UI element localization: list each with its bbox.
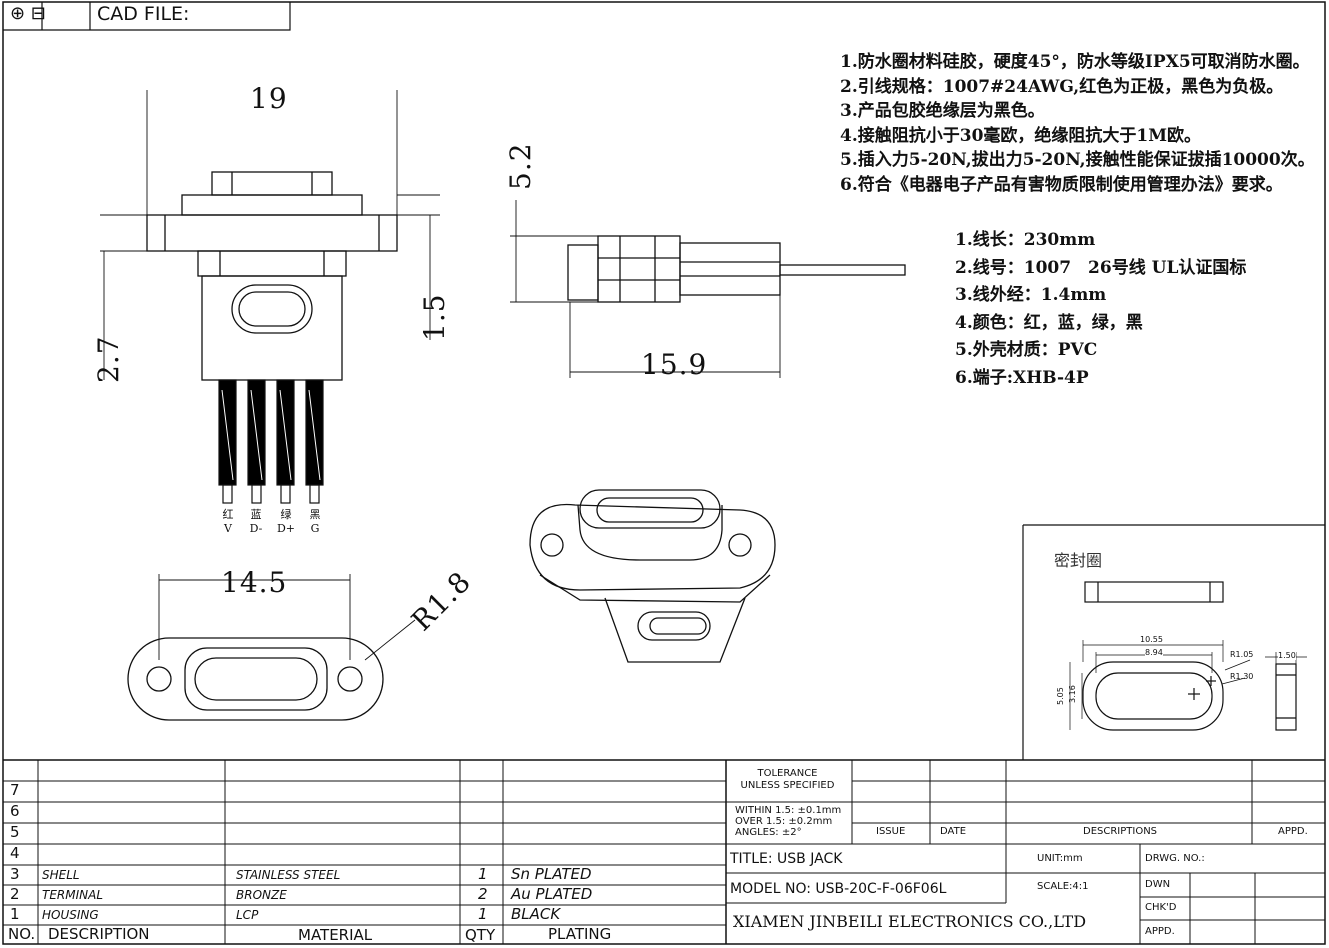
bom-header-no: NO. <box>8 925 36 943</box>
bom-row-no: 6 <box>10 802 20 820</box>
bom-row-plating: Au PLATED <box>511 885 593 903</box>
scale-label: SCALE:4:1 <box>1037 881 1089 892</box>
issue-header: ISSUE <box>876 826 906 837</box>
bom-row-material: LCP <box>236 908 259 922</box>
dim-bottom-width: 14.5 <box>221 566 288 599</box>
wire-color-text: 绿 <box>280 508 292 521</box>
wire-signal-text: D- <box>249 522 263 535</box>
bom-row-qty: 1 <box>478 905 488 923</box>
note-line: 4.接触阻抗小于30毫欧，绝缘阻抗大于1M欧。 <box>840 125 1202 146</box>
bom-row-description: TERMINAL <box>42 888 104 902</box>
seal-r-inner: R1.30 <box>1230 672 1254 681</box>
bom-row-description: SHELL <box>42 868 80 882</box>
seal-thickness: 1.50 <box>1278 651 1296 660</box>
seal-h-outer: 5.05 <box>1056 687 1065 705</box>
bom-header-description: DESCRIPTION <box>48 925 150 943</box>
seal-dim-outer: 10.55 <box>1140 635 1163 644</box>
dim-side-length: 15.9 <box>641 348 708 381</box>
wire-signal-text: D+ <box>276 522 296 535</box>
chkd-label: CHK'D <box>1145 902 1177 913</box>
wire-color-text: 蓝 <box>250 508 262 521</box>
bom-header-plating: PLATING <box>548 925 612 943</box>
notes-wire: 1.线长：230mm 2.线号：1007 26号线 UL认证国标 3.线外经：1… <box>955 227 1246 392</box>
bom-row-plating: BLACK <box>511 905 561 923</box>
wire-note-line: 3.线外经：1.4mm <box>955 285 1107 305</box>
drawing-title: TITLE: USB JACK <box>730 851 843 867</box>
title-block-grid <box>3 759 1325 944</box>
bom-row-no: 7 <box>10 781 20 799</box>
notes-main: 1.防水圈材料硅胶，硬度45°，防水等级IPX5可取消防水圈。 2.引线规格：1… <box>840 50 1315 197</box>
bom-row-description: HOUSING <box>42 908 99 922</box>
seal-h-inner: 3.16 <box>1068 685 1077 703</box>
wire-note-line: 6.端子:XHB-4P <box>955 367 1089 388</box>
model-no: MODEL NO: USB-20C-F-06F06L <box>730 881 947 897</box>
note-line: 6.符合《电器电子产品有害物质限制使用管理办法》要求。 <box>840 174 1283 195</box>
company-name: XIAMEN JINBEILI ELECTRONICS CO.,LTD <box>733 912 1087 931</box>
date-header: DATE <box>940 826 967 837</box>
tolerance-title: TOLERANCE UNLESS SPECIFIED <box>740 768 835 791</box>
note-line: 2.引线规格：1007#24AWG,红色为正极，黑色为负极。 <box>840 76 1284 97</box>
seal-title: 密封圈 <box>1054 551 1103 570</box>
bom-row-plating: Sn PLATED <box>511 865 592 883</box>
bom-row-no: 5 <box>10 823 20 841</box>
wire-note-line: 1.线长：230mm <box>955 230 1096 250</box>
wire-signal-text: V <box>224 522 232 535</box>
wire-note-line: 4.颜色：红，蓝，绿，黑 <box>955 312 1143 333</box>
appd-header: APPD. <box>1278 826 1308 837</box>
isometric-view <box>529 489 776 663</box>
dwn-label: DWN <box>1145 879 1171 890</box>
dim-height-right: 1.5 <box>418 293 451 341</box>
appd-label: APPD. <box>1145 926 1175 937</box>
bom-row-qty: 1 <box>478 865 488 883</box>
side-view-connector <box>567 235 906 303</box>
wires <box>218 379 324 504</box>
wire-note-line: 5.外壳材质：PVC <box>955 340 1098 360</box>
unit-label: UNIT:mm <box>1037 853 1083 864</box>
top-view-connector <box>146 171 398 381</box>
note-line: 1.防水圈材料硅胶，硬度45°，防水等级IPX5可取消防水圈。 <box>840 52 1310 72</box>
wire-color-text: 红 <box>222 508 234 521</box>
bom-row-qty: 2 <box>478 885 488 903</box>
dim-height-left: 2.7 <box>92 335 125 383</box>
bom-row-no: 1 <box>10 905 20 923</box>
descriptions-header: DESCRIPTIONS <box>1083 826 1158 837</box>
dim-width-top: 19 <box>250 82 288 115</box>
tolerance-values: WITHIN 1.5: ±0.1mm OVER 1.5: ±0.2mm ANGL… <box>735 805 842 838</box>
bom-row-material: BRONZE <box>236 888 287 902</box>
wire-color-text: 黑 <box>309 508 321 521</box>
drwg-no-label: DRWG. NO.: <box>1145 853 1205 864</box>
bom-row-no: 3 <box>10 865 20 883</box>
note-line: 3.产品包胶绝缘层为黑色。 <box>840 101 1045 121</box>
note-line: 5.插入力5-20N,拔出力5-20N,接触性能保证拔插10000次。 <box>840 150 1315 170</box>
seal-dim-inner: 8.94 <box>1145 648 1163 657</box>
bom-row-no: 4 <box>10 844 20 862</box>
front-view-connector <box>127 637 384 721</box>
dim-side-height: 5.2 <box>504 142 537 190</box>
bom-row-material: STAINLESS STEEL <box>236 868 341 882</box>
wire-note-line: 2.线号：1007 26号线 UL认证国标 <box>955 257 1247 278</box>
header-symbols: ⊕ ⊟ <box>10 3 46 24</box>
bom-row-no: 2 <box>10 885 20 903</box>
bom-header-material: MATERIAL <box>298 926 373 944</box>
seal-r-outer: R1.05 <box>1230 650 1254 659</box>
bom-header-qty: QTY <box>465 926 496 944</box>
cad-file-label: CAD FILE: <box>97 3 190 25</box>
wire-signal-text: G <box>310 522 320 535</box>
